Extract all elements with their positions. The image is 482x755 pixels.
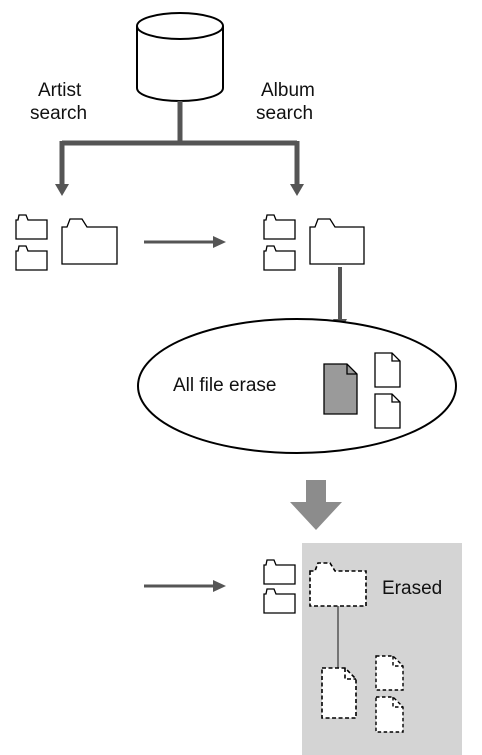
database-icon bbox=[136, 12, 224, 102]
erased-file-icon bbox=[375, 655, 404, 691]
file-icon-selected-corner bbox=[346, 364, 357, 375]
big-down-arrow bbox=[290, 480, 342, 530]
folder-icon bbox=[15, 214, 48, 240]
album-search-label-line2: search bbox=[256, 103, 313, 124]
album-search-label-line1: Album bbox=[261, 80, 315, 101]
remaining-folder-group bbox=[263, 559, 296, 614]
album-search-arrowhead bbox=[290, 184, 304, 196]
folder-icon bbox=[61, 218, 118, 265]
file-icon-selected bbox=[323, 363, 358, 415]
erased-file-icon bbox=[321, 667, 357, 719]
transition-arrowhead-top bbox=[213, 236, 226, 248]
artist-search-label-line1: Artist bbox=[38, 80, 82, 101]
folder-icon bbox=[263, 588, 296, 614]
file-icon bbox=[374, 352, 401, 388]
transition-arrowhead-bottom bbox=[213, 580, 226, 592]
file-icon bbox=[374, 393, 401, 429]
erased-file-icon bbox=[375, 696, 404, 733]
search-branch-lines bbox=[59, 101, 300, 185]
folder-icon bbox=[309, 218, 365, 265]
album-folder-group bbox=[263, 214, 365, 271]
folder-icon bbox=[263, 559, 296, 585]
artist-search-arrowhead bbox=[55, 184, 69, 196]
artist-folder-group bbox=[15, 214, 118, 271]
erased-label: Erased bbox=[382, 578, 442, 599]
folder-icon bbox=[15, 245, 48, 271]
artist-search-label-line2: search bbox=[30, 103, 87, 124]
erased-folder-icon bbox=[309, 562, 367, 607]
folder-icon bbox=[263, 214, 296, 240]
folder-icon bbox=[263, 245, 296, 271]
all-file-erase-label: All file erase bbox=[173, 375, 277, 396]
